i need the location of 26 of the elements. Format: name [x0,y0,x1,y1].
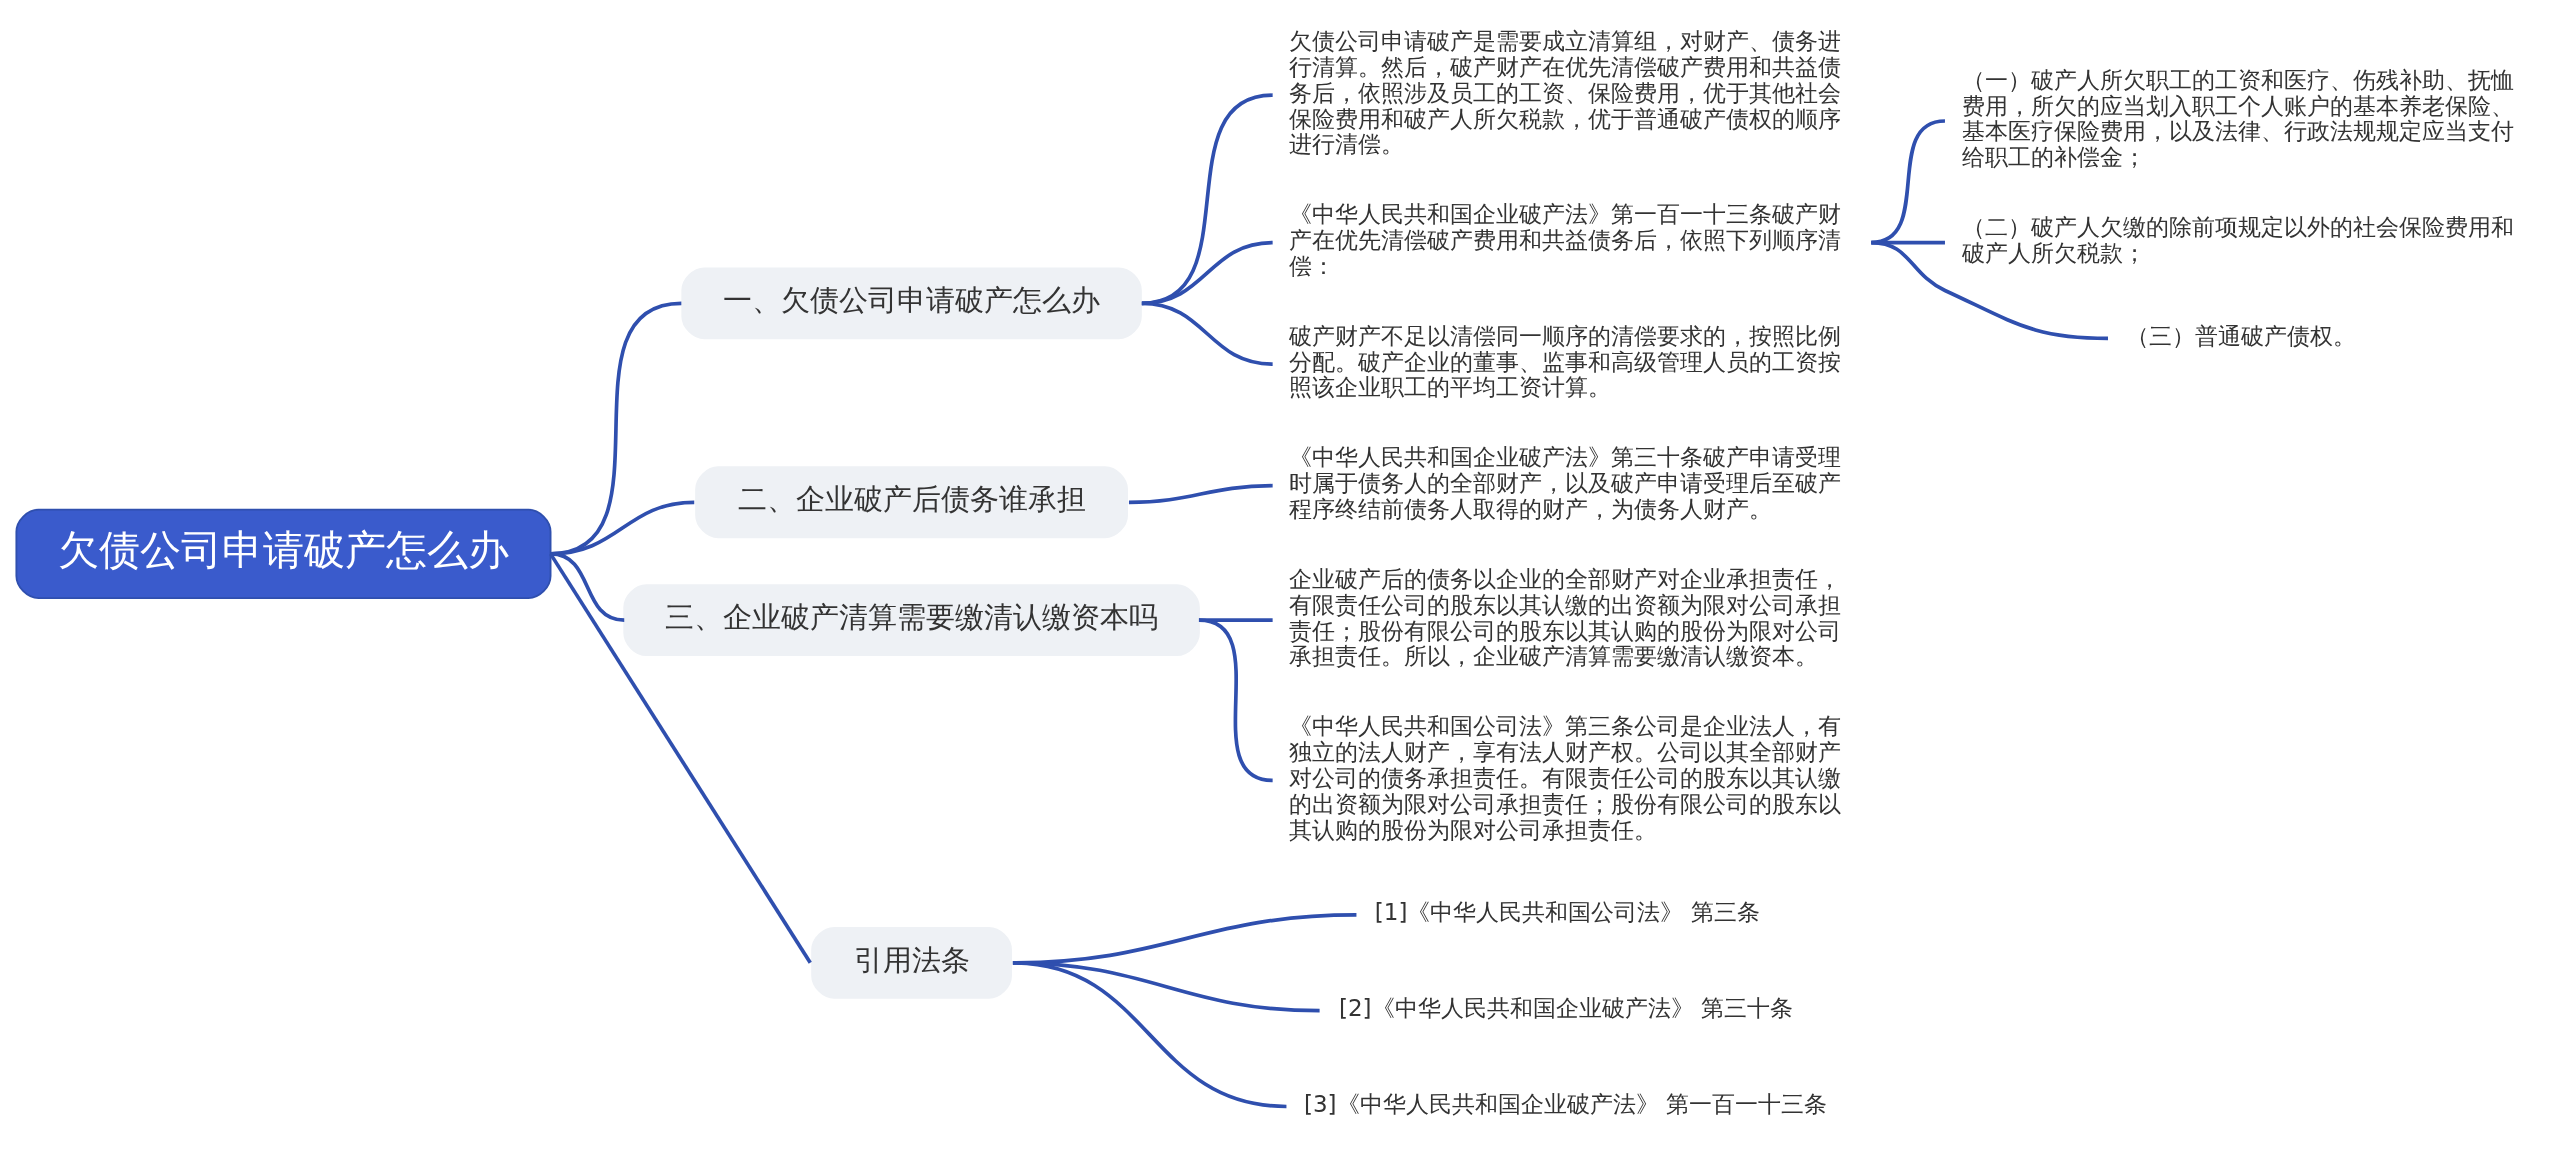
node-text: （一）破产人所欠职工的工资和医疗、伤残补助、抚恤费用，所欠的应当划入职工个人账户的基本养老保险、基本医疗保险费用，以及法律、行政法规规定应当支付给职工的补偿金； [1961,66,2514,171]
node-text: 《中华人民共和国公司法》第三条公司是企业法人，有独立的法人财产，享有法人财产权。公司以其全部财产对公司的债务承担责任。有限责任公司的股东以其认缴的出资额为限对公司承担责任；股份有限公司的股东以其认购的股份为限对公司承担责任。 [1289,713,1842,843]
node-text: 《中华人民共和国企业破产法》第一百一十三条破产财产在优先清偿破产费用和共益债务后，依照下列顺序清偿： [1289,201,1842,279]
node-text: （三）普通破产债权。 [2126,322,2357,349]
connector [1141,93,1273,306]
node-text: 破产财产不足以清偿同一顺序的清偿要求的，按照比例分配。破产企业的董事、监事和高级管理人员的工资按照该企业职工的平均工资计算。 [1289,322,1842,401]
node-text: （二）破产人欠缴的除前项规定以外的社会保险费用和破产人所欠税款； [1961,214,2514,266]
node-text: [2]《中华人民共和国企业破产法》 第三十条 [1338,995,1793,1022]
node-box: 欠债公司申请破产怎么办 [15,508,552,599]
connector [1141,240,1273,306]
node-box: 三、企业破产清算需要缴清认缴资本吗 [623,584,1200,657]
node-text: 欠债公司申请破产是需要成立清算组，对财产、债务进行清算。然后，破产财产在优先清偿破产费用和共益债务后，依照涉及员工的工资、保险费用，优于其他社会保险费用和破产人所欠税款，优于普通破产债权的顺序进行清偿。 [1289,28,1842,158]
connector [549,552,812,964]
node-text: [1]《中华人民共和国公司法》 第三条 [1374,899,1760,926]
node-text: 《中华人民共和国企业破产法》第三十条破产申请受理时属于债务人的全部财产，以及破产申请受理后至破产程序终结前债务人取得的财产，为债务人财产。 [1289,444,1842,523]
connector [1871,240,2109,341]
connector [1012,960,1287,1109]
connector [1128,483,1273,505]
connector [1141,301,1273,366]
node-text: [3]《中华人民共和国企业破产法》 第一百一十三条 [1303,1091,1827,1117]
node-box: 引用法条 [811,926,1012,999]
node-box: 一、欠债公司申请破产怎么办 [681,267,1142,340]
connector [1198,618,1273,783]
connector [550,552,625,622]
node-box: 二、企业破产后债务谁承担 [695,466,1129,539]
node-text: 企业破产后的债务以企业的全部财产对企业承担责任，有限责任公司的股东以其认缴的出资额为限对公司承担责任；股份有限公司的股东以其认购的股份为限对公司承担责任。所以，企业破产清算需要缴清认缴资本。 [1289,566,1842,670]
